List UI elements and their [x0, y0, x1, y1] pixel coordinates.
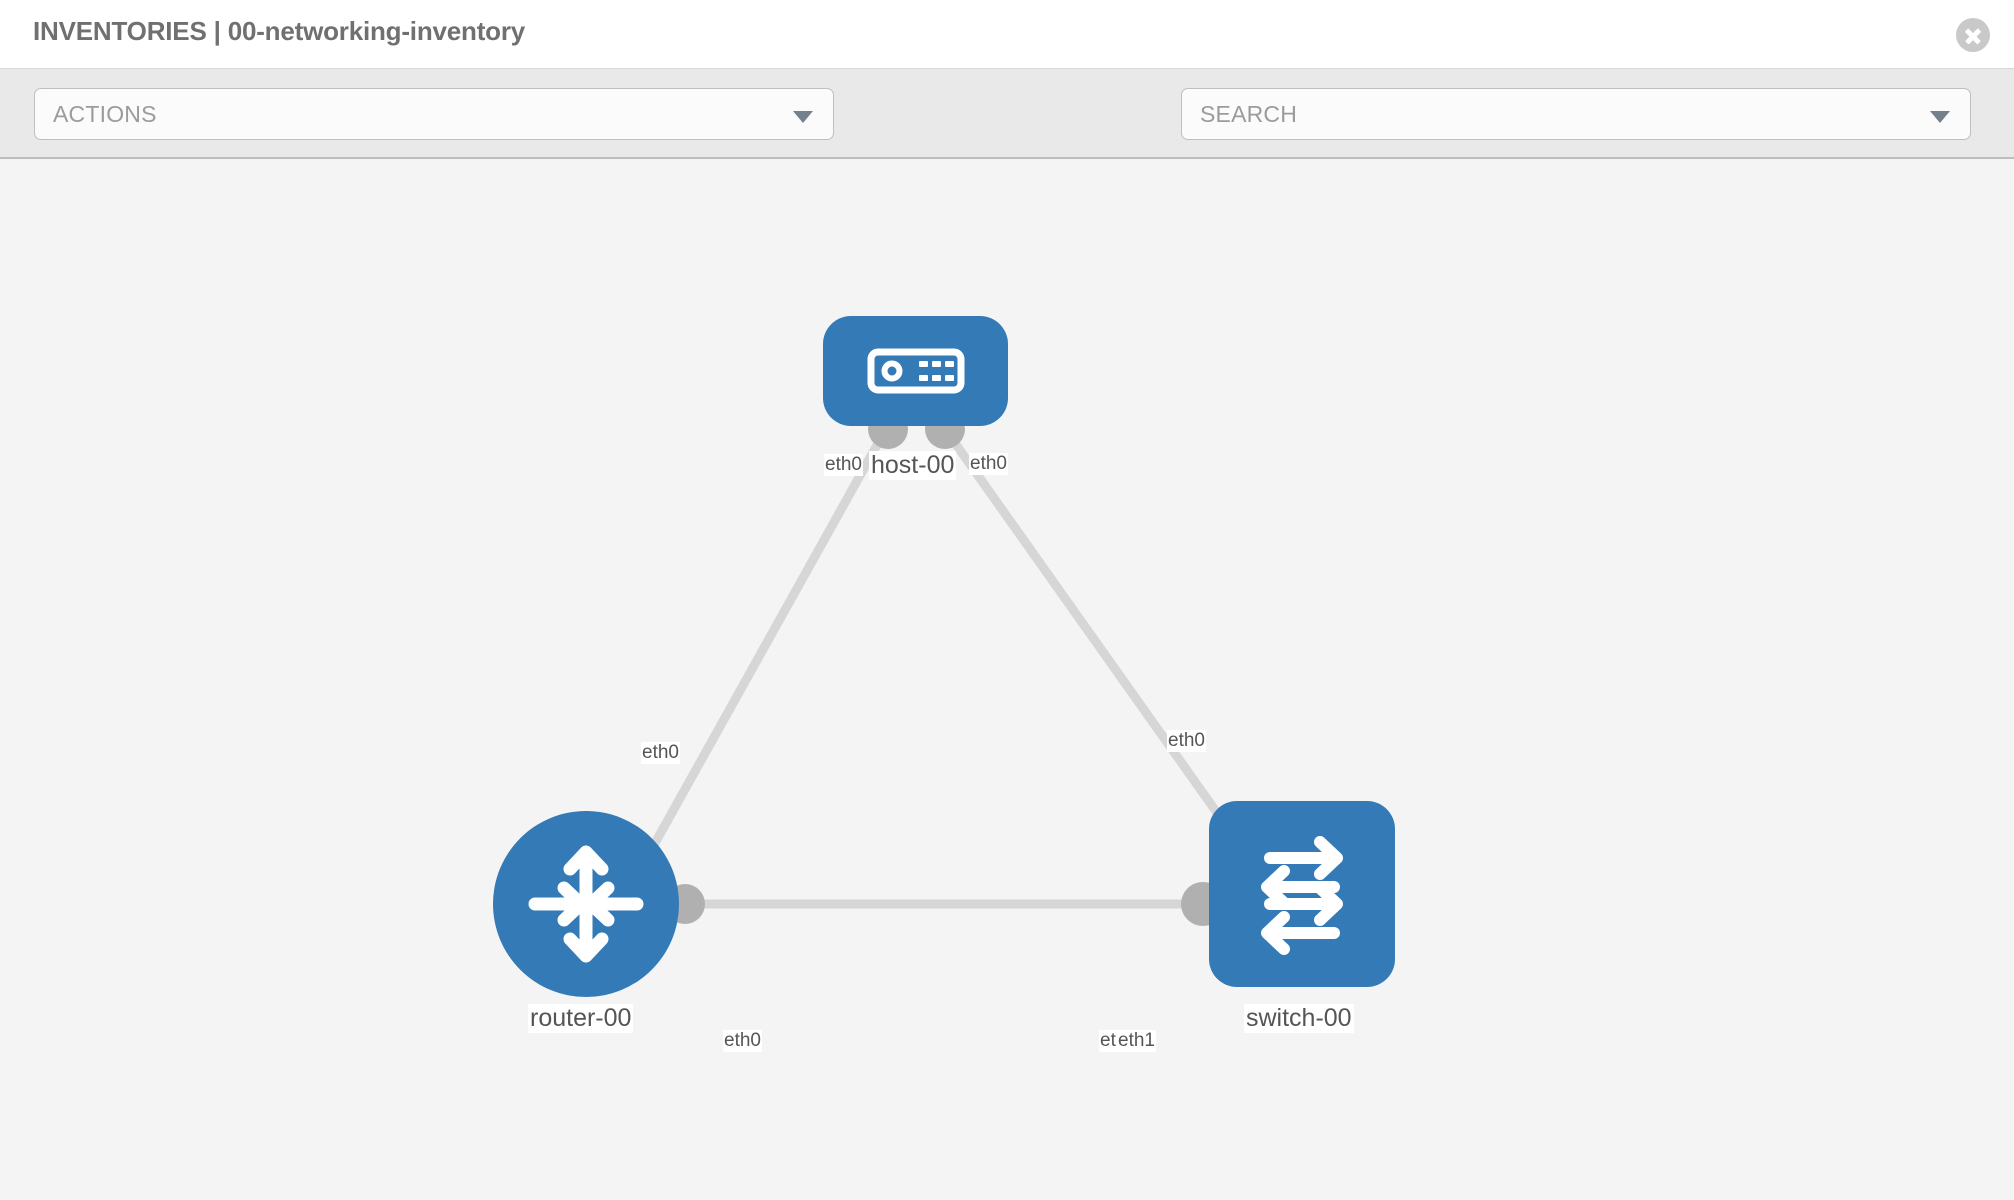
server-icon: [867, 348, 964, 394]
switch-arrows-icon: [1261, 836, 1343, 955]
topology-graph: [641, 409, 1258, 926]
toolbar: ACTIONS SEARCH: [0, 69, 2014, 199]
iface-label-host-left: eth0: [824, 454, 863, 476]
page-header: INVENTORIES | 00-networking-inventory: [0, 0, 2014, 69]
node-label-router-00: router-00: [528, 1004, 634, 1033]
edge-host-router: [641, 426, 890, 864]
node-router-00[interactable]: [493, 811, 679, 997]
node-label-switch-00: switch-00: [1244, 1004, 1354, 1033]
actions-dropdown[interactable]: ACTIONS: [34, 88, 834, 140]
router-arrows-icon: [528, 845, 644, 963]
iface-label-router-right: eth0: [723, 1030, 762, 1052]
close-icon[interactable]: [1956, 18, 1990, 52]
iface-label-host-right: eth0: [969, 453, 1008, 475]
actions-dropdown-label: ACTIONS: [53, 101, 157, 127]
iface-label-switch-uplink: eth0: [1167, 730, 1206, 752]
chevron-down-icon[interactable]: [1930, 111, 1950, 123]
iface-label-router-uplink: eth0: [641, 742, 680, 764]
search-placeholder: SEARCH: [1200, 101, 1298, 127]
node-label-host-00: host-00: [869, 451, 957, 480]
iface-label-switch-left-over: eth1: [1117, 1030, 1156, 1052]
topology-canvas[interactable]: host-00 router-00 switch-00 eth0 eth0 et…: [0, 161, 2014, 1200]
edge-host-switch: [941, 426, 1236, 837]
node-switch-00[interactable]: [1209, 801, 1395, 987]
search-input[interactable]: SEARCH: [1181, 88, 1971, 140]
node-host-00[interactable]: [823, 316, 1008, 426]
chevron-down-icon: [793, 111, 813, 123]
page-title: INVENTORIES | 00-networking-inventory: [33, 16, 526, 46]
topology-edges: [641, 426, 1236, 909]
